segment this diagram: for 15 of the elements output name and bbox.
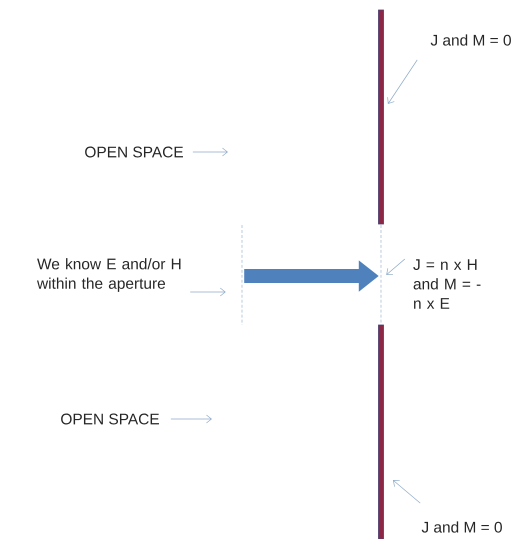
callout-text: J and M = 0 — [422, 521, 502, 533]
leader-arrow — [387, 60, 418, 104]
callout-text: OPEN SPACE — [85, 146, 183, 158]
leader-arrow — [170, 414, 212, 424]
wall-bar — [378, 324, 384, 539]
wall-bar — [378, 10, 384, 224]
leader-arrow — [392, 480, 421, 504]
leader-arrow — [386, 258, 406, 275]
dashed-line — [380, 225, 382, 325]
leader-arrow — [190, 288, 226, 296]
callout-text: OPEN SPACE — [61, 414, 159, 424]
callout-text: J and M = 0 — [430, 34, 511, 46]
callout-text: We know E and/or H within the aperture — [36, 258, 180, 292]
callout-text: J = n x H and M = - n x E — [413, 259, 481, 309]
leader-arrow — [192, 148, 228, 156]
